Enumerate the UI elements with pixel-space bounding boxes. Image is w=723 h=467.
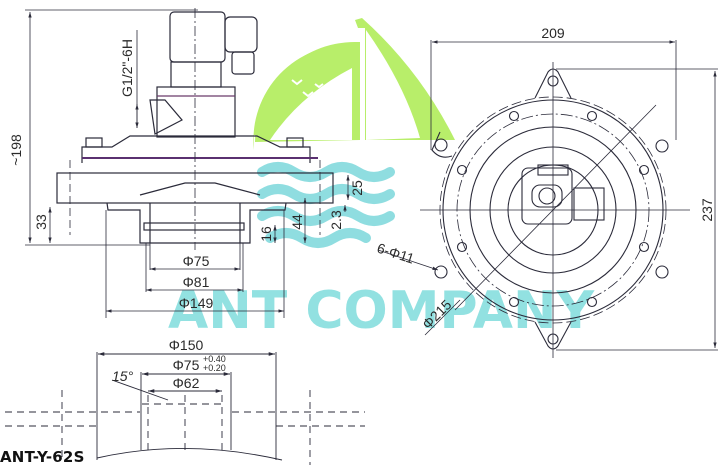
dim-16: 16 <box>258 226 274 242</box>
side-view <box>56 8 334 250</box>
dim-phi149: Φ149 <box>179 295 214 311</box>
dim-thread: G1/2"-6H <box>119 39 135 97</box>
dim-width: 209 <box>541 25 565 41</box>
dim-phi75: Φ75 <box>183 253 210 269</box>
dim-tol-lower: +0.20 <box>203 363 226 373</box>
side-view-dimensions <box>25 9 350 318</box>
dim-25: 25 <box>349 180 365 196</box>
dim-2-3: 2.3 <box>328 210 344 230</box>
dim-angle: 15° <box>112 368 134 384</box>
dim-height: 237 <box>699 198 715 222</box>
dim-phi81: Φ81 <box>183 274 210 290</box>
dim-phi62: Φ62 <box>173 375 200 391</box>
dim-phi75-detail: Φ75 <box>173 357 200 373</box>
watermark-logo: ANT COMPANY <box>168 18 596 341</box>
dim-tol-upper: +0.40 <box>203 354 226 364</box>
dim-height-total: ~198 <box>8 134 24 166</box>
dim-holes: 6-Φ11 <box>375 240 416 267</box>
top-view <box>420 62 690 358</box>
top-view-dimensions <box>377 40 718 351</box>
mounting-detail <box>5 352 365 465</box>
dim-44: 44 <box>289 214 305 230</box>
dim-phi150: Φ150 <box>169 337 204 353</box>
dim-height-flange: 33 <box>33 214 49 230</box>
model-label: ANT-Y-62S <box>0 448 85 466</box>
